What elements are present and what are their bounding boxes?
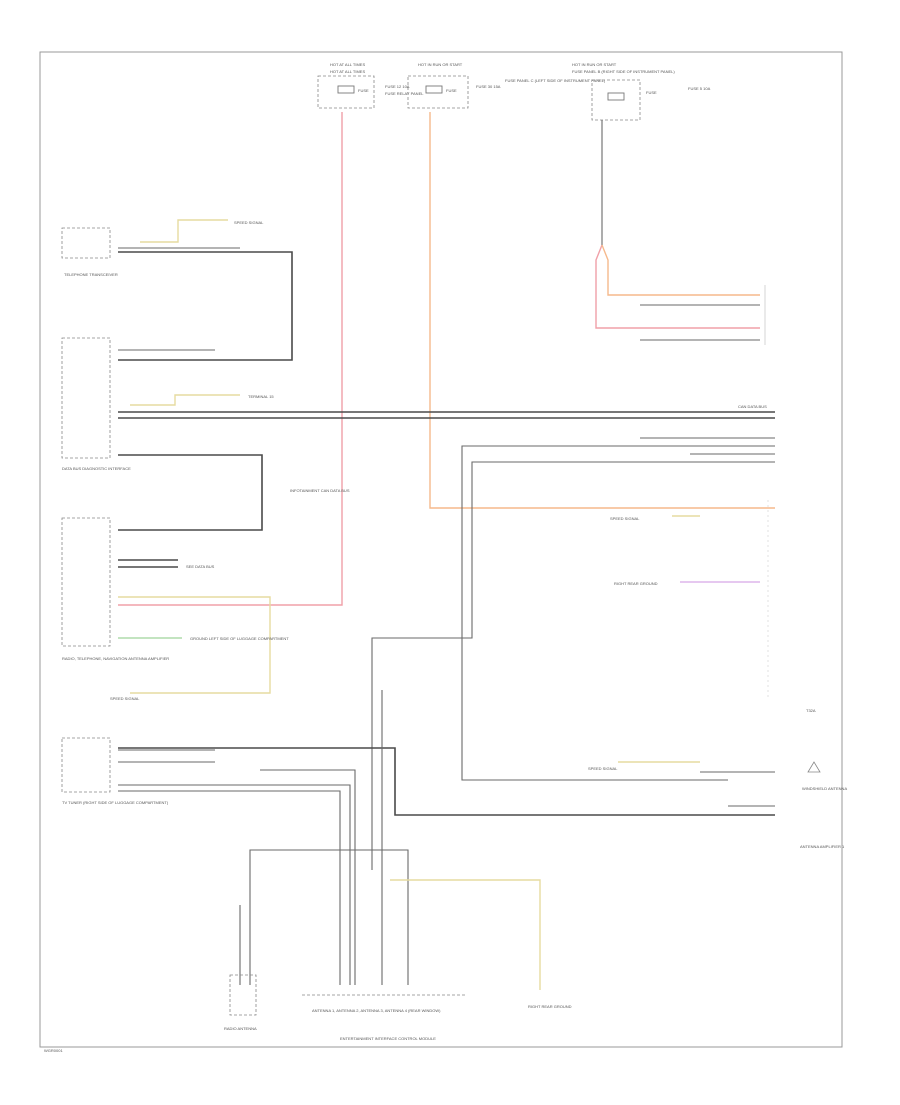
wire-tv-5 [118, 790, 341, 985]
tel-speed-signal: SPEED SIGNAL [234, 220, 264, 225]
bottom-ground-label: RIGHT REAR GROUND [528, 1004, 572, 1009]
windshield-speed-signal: SPEED SIGNAL [588, 766, 618, 771]
radio-tel-box [61, 517, 111, 647]
wire-tv-4 [118, 784, 351, 985]
radio-antenna-box [229, 974, 257, 1016]
antenna-amp-sub-label: ANTENNA AMPLIFIER 1 [800, 844, 845, 849]
tv-tuner-box [61, 737, 111, 793]
connector-hint: T32A [806, 708, 816, 713]
data-bus-diag-label: DATA BUS DIAGNOSTIC INTERFACE [62, 466, 131, 471]
entertainment-label: ENTERTAINMENT INTERFACE CONTROL MODULE [340, 1036, 436, 1041]
wire-fuse3-pink [595, 244, 760, 329]
wire-yellow-diag [130, 394, 240, 406]
wire-orange-terminal15 [429, 112, 775, 509]
wire-right-col-2 [461, 445, 775, 781]
radio-see-data-bus: SEE DATA BUS [186, 564, 215, 569]
wire-tv-6 [260, 769, 356, 985]
fuse-3-desc: FUSE PANEL B (RIGHT SIDE OF INSTRUMENT P… [572, 69, 675, 74]
fuse-2-box [407, 75, 469, 109]
wire-pink-terminal30 [118, 112, 343, 606]
fuse-1-header-2: HOT AT ALL TIMES [330, 69, 365, 74]
fuse-2-rating: FUSE 30 15A [476, 84, 501, 89]
fuse-2-label: FUSE [446, 88, 457, 93]
wire-fuse3-orange [601, 244, 760, 296]
radio-tel-label: RADIO, TELEPHONE, NAVIGATION ANTENNA AMP… [62, 656, 169, 661]
fuse-3-box [591, 79, 641, 121]
right-speed-signal: SPEED SIGNAL [610, 516, 640, 521]
wire-right-col-4 [371, 461, 775, 870]
diagram-frame [39, 51, 843, 1048]
fuse-1-symbol [337, 85, 355, 94]
telephone-transceiver-box [61, 227, 111, 259]
wire-tv-2 [118, 747, 775, 816]
fuse-1-desc: FUSE RELAY PANEL [385, 91, 424, 96]
fuse-block-2: HOT IN RUN OR START FUSE FUSE 30 15A FUS… [407, 62, 606, 109]
diag-terminal15-label: TERMINAL 15 [248, 394, 274, 399]
windshield-antenna-label: WINDSHIELD ANTENNA [802, 786, 847, 791]
fuse-3-header: HOT IN RUN OR START [572, 62, 617, 67]
footer-code: WGR0001 [44, 1048, 63, 1053]
connector-pins-right [764, 285, 769, 700]
wire-diag-loop [118, 454, 263, 531]
fuse-3-label: FUSE [646, 90, 657, 95]
wire-bottom-loop [249, 849, 409, 985]
windshield-antenna-icon [807, 761, 821, 773]
wire-yellow-tel [140, 219, 228, 243]
antenna-amp-label: ANTENNA 1, ANTENNA 2, ANTENNA 3, ANTENNA… [312, 1008, 441, 1013]
fuse-2-desc: FUSE PANEL C (LEFT SIDE OF INSTRUMENT PA… [505, 78, 606, 83]
data-bus-diag-box [61, 337, 111, 459]
info-can-label: INFOTAINMENT CAN DATA BUS [290, 488, 350, 493]
radio-speed-signal: SPEED SIGNAL [110, 696, 140, 701]
fuse-1-header: HOT AT ALL TIMES [330, 62, 365, 67]
fuse-1-box [317, 75, 375, 109]
radio-ground-label: GROUND LEFT SIDE OF LUGGAGE COMPARTMENT [190, 636, 289, 641]
wire-yellow-bottom [390, 879, 541, 990]
fuse-block-1: HOT AT ALL TIMES HOT AT ALL TIMES FUSE F… [317, 62, 424, 109]
telephone-transceiver-label: TELEPHONE TRANSCEIVER [64, 272, 118, 277]
fuse-2-header: HOT IN RUN OR START [418, 62, 463, 67]
fuse-1-rating: FUSE 12 10A [385, 84, 410, 89]
wire-yellow-radio [118, 596, 271, 694]
fuse-2-symbol [425, 85, 443, 94]
fuse-1-label: FUSE [358, 88, 369, 93]
fuse-3-symbol [607, 92, 625, 101]
right-rear-ground-label: RIGHT REAR GROUND [614, 581, 658, 586]
fuse-block-3: HOT IN RUN OR START FUSE PANEL B (RIGHT … [572, 62, 711, 121]
wire-tel-loop [118, 251, 293, 361]
canbus-label: CAN DATA BUS [738, 404, 767, 409]
fuse-3-rating: FUSE 5 10A [688, 86, 711, 91]
tv-tuner-label: TV TUNER (RIGHT SIDE OF LUGGAGE COMPARTM… [62, 800, 169, 805]
radio-antenna-label: RADIO ANTENNA [224, 1026, 257, 1031]
